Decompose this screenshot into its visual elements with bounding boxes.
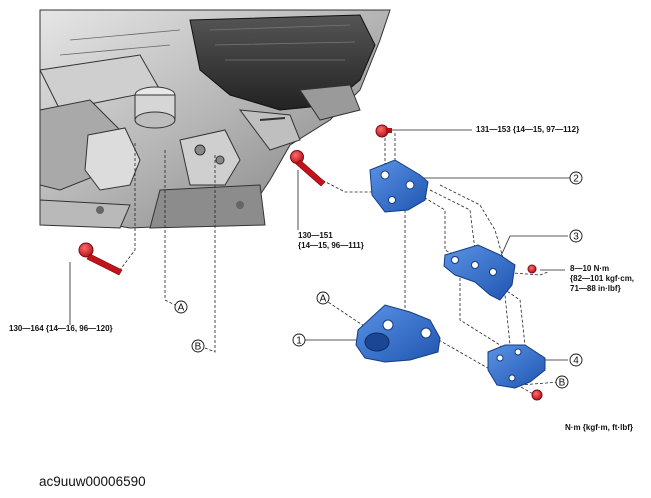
reference-a-right: A (316, 291, 330, 305)
callout-4: 4 (569, 353, 583, 367)
image-code: ac9uuw00006590 (39, 474, 146, 489)
callout-1: 1 (292, 333, 306, 347)
torque-label-long-bolt-line2: {14—15, 96—111} (298, 241, 364, 250)
mount-bracket-2 (369, 159, 429, 213)
callout-3: 3 (569, 229, 583, 243)
svg-text:1: 1 (296, 336, 302, 347)
engine-bay-illustration (39, 9, 391, 229)
svg-text:A: A (320, 294, 327, 305)
units-note: N·m {kgf·m, ft·lbf} (565, 423, 633, 432)
reference-b-left: B (191, 339, 205, 353)
reference-a-left: A (174, 300, 188, 314)
mount-bracket-3 (443, 244, 516, 301)
torque-label-long-bolt-line1: 130—151 (298, 231, 333, 240)
torque-label-left-bolt: 130—164 {14—16, 96—120} (9, 324, 113, 333)
callout-2: 2 (569, 171, 583, 185)
svg-text:3: 3 (573, 232, 579, 243)
torque-label-nut-line3: 71—88 in·lbf} (570, 284, 621, 293)
torque-label-nut-line1: 8—10 N·m (570, 264, 610, 273)
torque-label-top-bolt: 131—153 {14—15, 97—112} (476, 125, 580, 134)
mount-bracket-4 (487, 344, 546, 389)
torque-label-nut-line2: {82—101 kgf·cm, (570, 274, 635, 283)
svg-text:B: B (195, 342, 202, 353)
engine-mount-1 (355, 304, 441, 363)
reference-b-right: B (555, 375, 569, 389)
svg-text:B: B (559, 378, 566, 389)
bolt-icon (78, 124, 543, 401)
svg-text:4: 4 (573, 356, 579, 367)
svg-text:2: 2 (573, 174, 579, 185)
svg-text:A: A (178, 303, 185, 314)
